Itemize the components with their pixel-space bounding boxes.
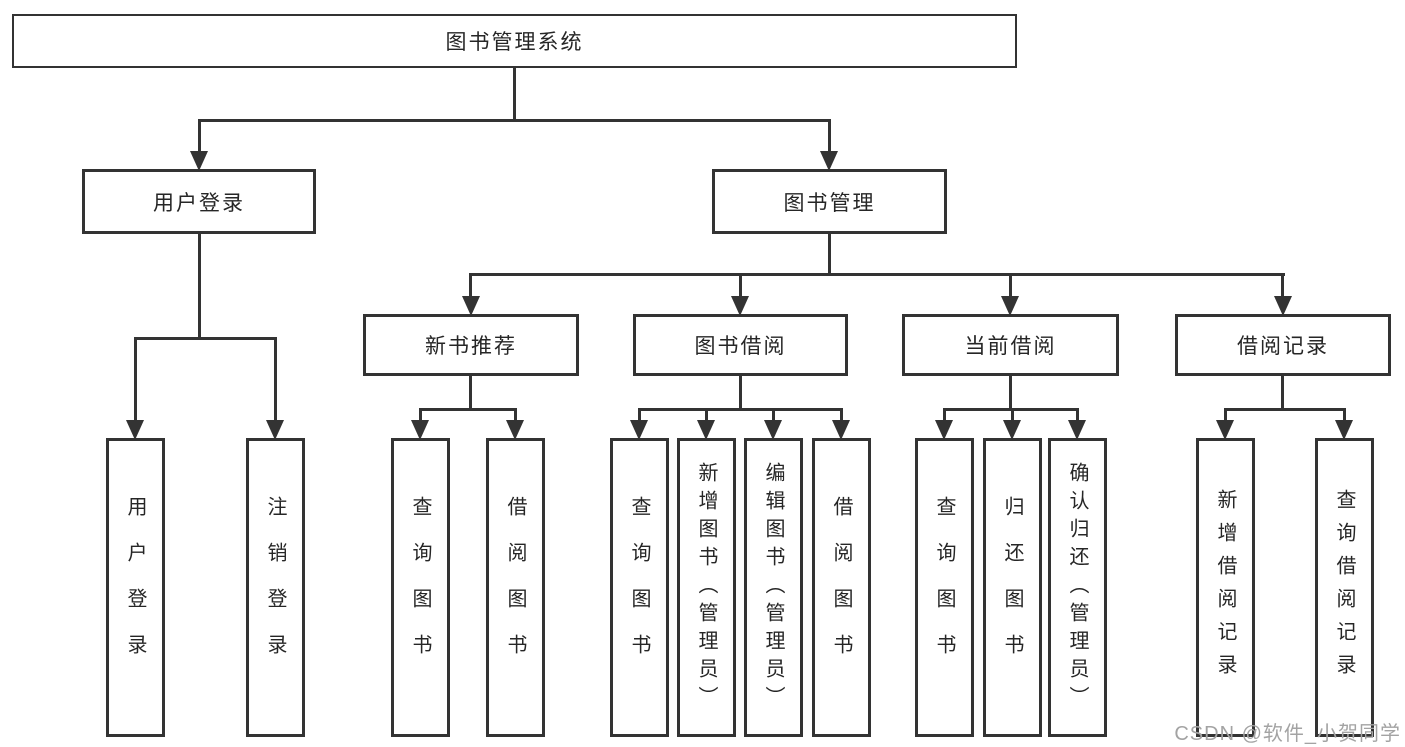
leaf-bb-edit-books-admin: 编辑图书（管理员） [744, 438, 803, 737]
arrow-down-icon [764, 420, 782, 440]
node-label: 用户登录 [153, 191, 245, 215]
connector-line [470, 273, 1285, 276]
arrow-down-icon [506, 420, 524, 440]
node-label: 图书管理 [783, 191, 876, 215]
node-new-book-recommend: 新书推荐 [363, 314, 579, 376]
connector-line [739, 374, 742, 411]
arrow-down-icon [935, 420, 953, 440]
arrow-down-icon [1335, 420, 1353, 440]
leaf-label: 确认归还（管理员） [1066, 461, 1088, 714]
connector-line [1076, 408, 1079, 423]
connector-line [1343, 408, 1346, 423]
leaf-bb-add-books-admin: 新增图书（管理员） [677, 438, 736, 737]
leaf-label: 借阅图书 [830, 495, 852, 680]
connector-line [1281, 273, 1284, 299]
arrow-down-icon [731, 296, 749, 316]
leaf-label: 查询借阅记录 [1333, 488, 1355, 687]
node-label: 新书推荐 [425, 335, 517, 358]
leaf-cb-query-books: 查询图书 [915, 438, 974, 737]
leaf-label: 新增图书（管理员） [695, 461, 717, 714]
csdn-watermark: CSDN @软件_小贺同学 [1174, 723, 1401, 745]
connector-line [705, 408, 708, 423]
leaf-label: 查询图书 [933, 495, 955, 680]
leaf-label: 查询图书 [409, 495, 431, 680]
leaf-label: 查询图书 [628, 495, 650, 680]
connector-line [1011, 408, 1014, 423]
connector-line [772, 408, 775, 423]
arrow-down-icon [697, 420, 715, 440]
arrow-down-icon [266, 420, 284, 440]
leaf-logout: 注销登录 [246, 438, 305, 737]
arrow-down-icon [126, 420, 144, 440]
connector-line [134, 337, 137, 423]
node-system-root: 图书管理系统 [12, 14, 1017, 68]
connector-line [513, 66, 516, 122]
arrow-down-icon [462, 296, 480, 316]
arrow-down-icon [411, 420, 429, 440]
leaf-user-login: 用户登录 [106, 438, 165, 737]
connector-line [419, 408, 422, 423]
leaf-cb-confirm-return-admin: 确认归还（管理员） [1048, 438, 1107, 737]
node-book-management: 图书管理 [712, 169, 947, 234]
connector-line [1224, 408, 1346, 411]
connector-line [638, 408, 843, 411]
leaf-br-add-record: 新增借阅记录 [1196, 438, 1255, 737]
connector-line [469, 273, 472, 299]
leaf-label: 用户登录 [124, 495, 146, 680]
arrow-down-icon [1001, 296, 1019, 316]
arrow-down-icon [1274, 296, 1292, 316]
connector-line [1009, 273, 1012, 299]
connector-line [1281, 374, 1284, 411]
node-label: 当前借阅 [964, 335, 1057, 358]
connector-line [419, 408, 517, 411]
connector-line [840, 408, 843, 423]
node-label: 图书借阅 [694, 335, 787, 358]
connector-line [828, 119, 831, 154]
connector-line [739, 273, 742, 299]
arrow-down-icon [190, 151, 208, 171]
leaf-label: 归还图书 [1001, 495, 1023, 680]
node-user-login: 用户登录 [82, 169, 316, 234]
leaf-label: 借阅图书 [504, 495, 526, 680]
connector-line [274, 337, 277, 423]
leaf-bb-borrow-books: 借阅图书 [812, 438, 871, 737]
leaf-label: 编辑图书（管理员） [762, 461, 784, 714]
connector-line [134, 337, 277, 340]
leaf-bb-query-books: 查询图书 [610, 438, 669, 737]
leaf-label: 新增借阅记录 [1214, 488, 1236, 687]
arrow-down-icon [1068, 420, 1086, 440]
leaf-label: 注销登录 [264, 495, 286, 680]
connector-line [1009, 374, 1012, 411]
connector-line [469, 374, 472, 411]
connector-line [198, 232, 201, 340]
node-borrow-records: 借阅记录 [1175, 314, 1391, 376]
leaf-nb-borrow-books: 借阅图书 [486, 438, 545, 737]
connector-line [828, 232, 831, 276]
arrow-down-icon [820, 151, 838, 171]
connector-line [638, 408, 641, 423]
connector-line [198, 119, 201, 154]
arrow-down-icon [1003, 420, 1021, 440]
node-current-borrowing: 当前借阅 [902, 314, 1119, 376]
node-book-borrowing: 图书借阅 [633, 314, 848, 376]
node-label: 图书管理系统 [445, 31, 584, 54]
arrow-down-icon [630, 420, 648, 440]
leaf-cb-return-books: 归还图书 [983, 438, 1042, 737]
node-label: 借阅记录 [1237, 335, 1329, 358]
leaf-br-query-record: 查询借阅记录 [1315, 438, 1374, 737]
connector-line [514, 408, 517, 423]
arrow-down-icon [832, 420, 850, 440]
leaf-nb-query-books: 查询图书 [391, 438, 450, 737]
connector-line [198, 119, 831, 122]
connector-line [1224, 408, 1227, 423]
connector-line [943, 408, 946, 423]
arrow-down-icon [1216, 420, 1234, 440]
